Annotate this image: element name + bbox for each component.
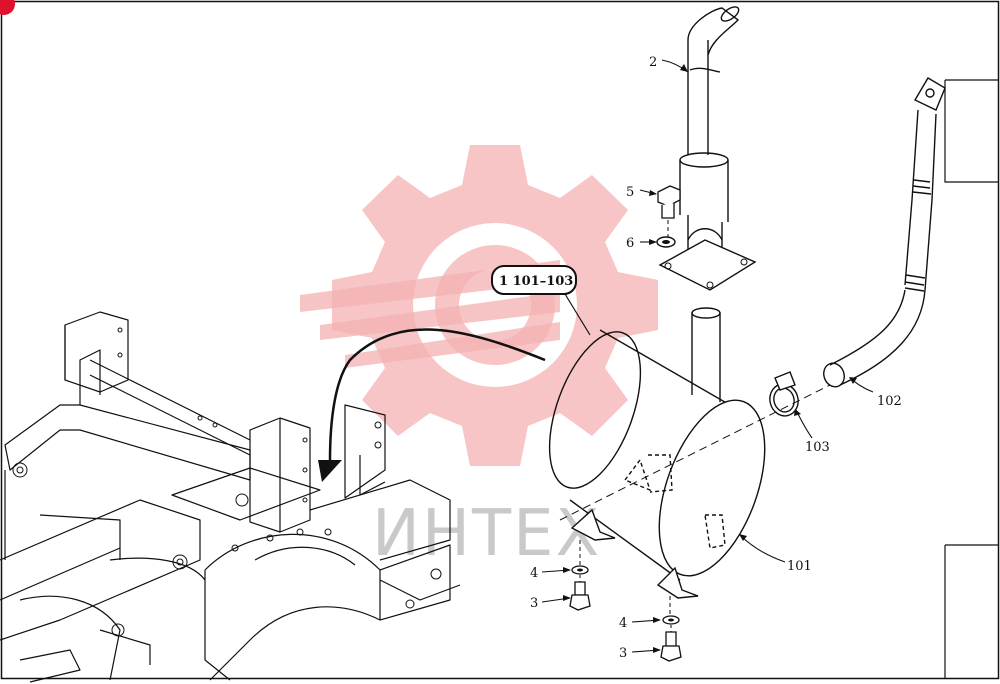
corner-badge-icon bbox=[0, 0, 15, 15]
muffler-axis-line bbox=[559, 384, 831, 521]
callout-103: 103 bbox=[805, 440, 830, 455]
callout-3b: 3 bbox=[619, 646, 627, 661]
chassis-holes bbox=[12, 327, 442, 637]
callout-102: 102 bbox=[877, 394, 902, 409]
mounting-arrow bbox=[328, 328, 546, 461]
title-block-bottom bbox=[944, 544, 998, 678]
callout-4a: 4 bbox=[530, 566, 538, 581]
chassis-frame bbox=[0, 311, 461, 683]
mounting-arrowhead-icon bbox=[318, 460, 342, 482]
callout-5: 5 bbox=[626, 185, 634, 200]
assembly-label: 1 101–103 bbox=[499, 274, 573, 289]
flange-holes bbox=[664, 258, 748, 289]
callout-4b: 4 bbox=[619, 616, 627, 631]
leader-arrowheads bbox=[563, 64, 857, 653]
watermark-text: ИНТЕХ bbox=[372, 497, 601, 571]
callout-3a: 3 bbox=[530, 596, 538, 611]
clamp-103-icon bbox=[769, 371, 799, 417]
assembly-leader bbox=[564, 293, 591, 336]
callout-101: 101 bbox=[787, 559, 812, 574]
assembly-label-box bbox=[491, 265, 577, 295]
muffler-brackets bbox=[570, 508, 699, 599]
exhaust-pipe-2 bbox=[658, 6, 757, 291]
callout-6: 6 bbox=[626, 236, 634, 251]
muffler-101 bbox=[548, 307, 766, 581]
title-block-top bbox=[944, 79, 998, 183]
exhaust-pipe-102 bbox=[823, 77, 946, 388]
bolt-3a-icon bbox=[569, 581, 591, 611]
bolt-3b-icon bbox=[660, 631, 682, 662]
callout-2: 2 bbox=[649, 55, 657, 70]
bolt-5-icon bbox=[657, 185, 681, 219]
